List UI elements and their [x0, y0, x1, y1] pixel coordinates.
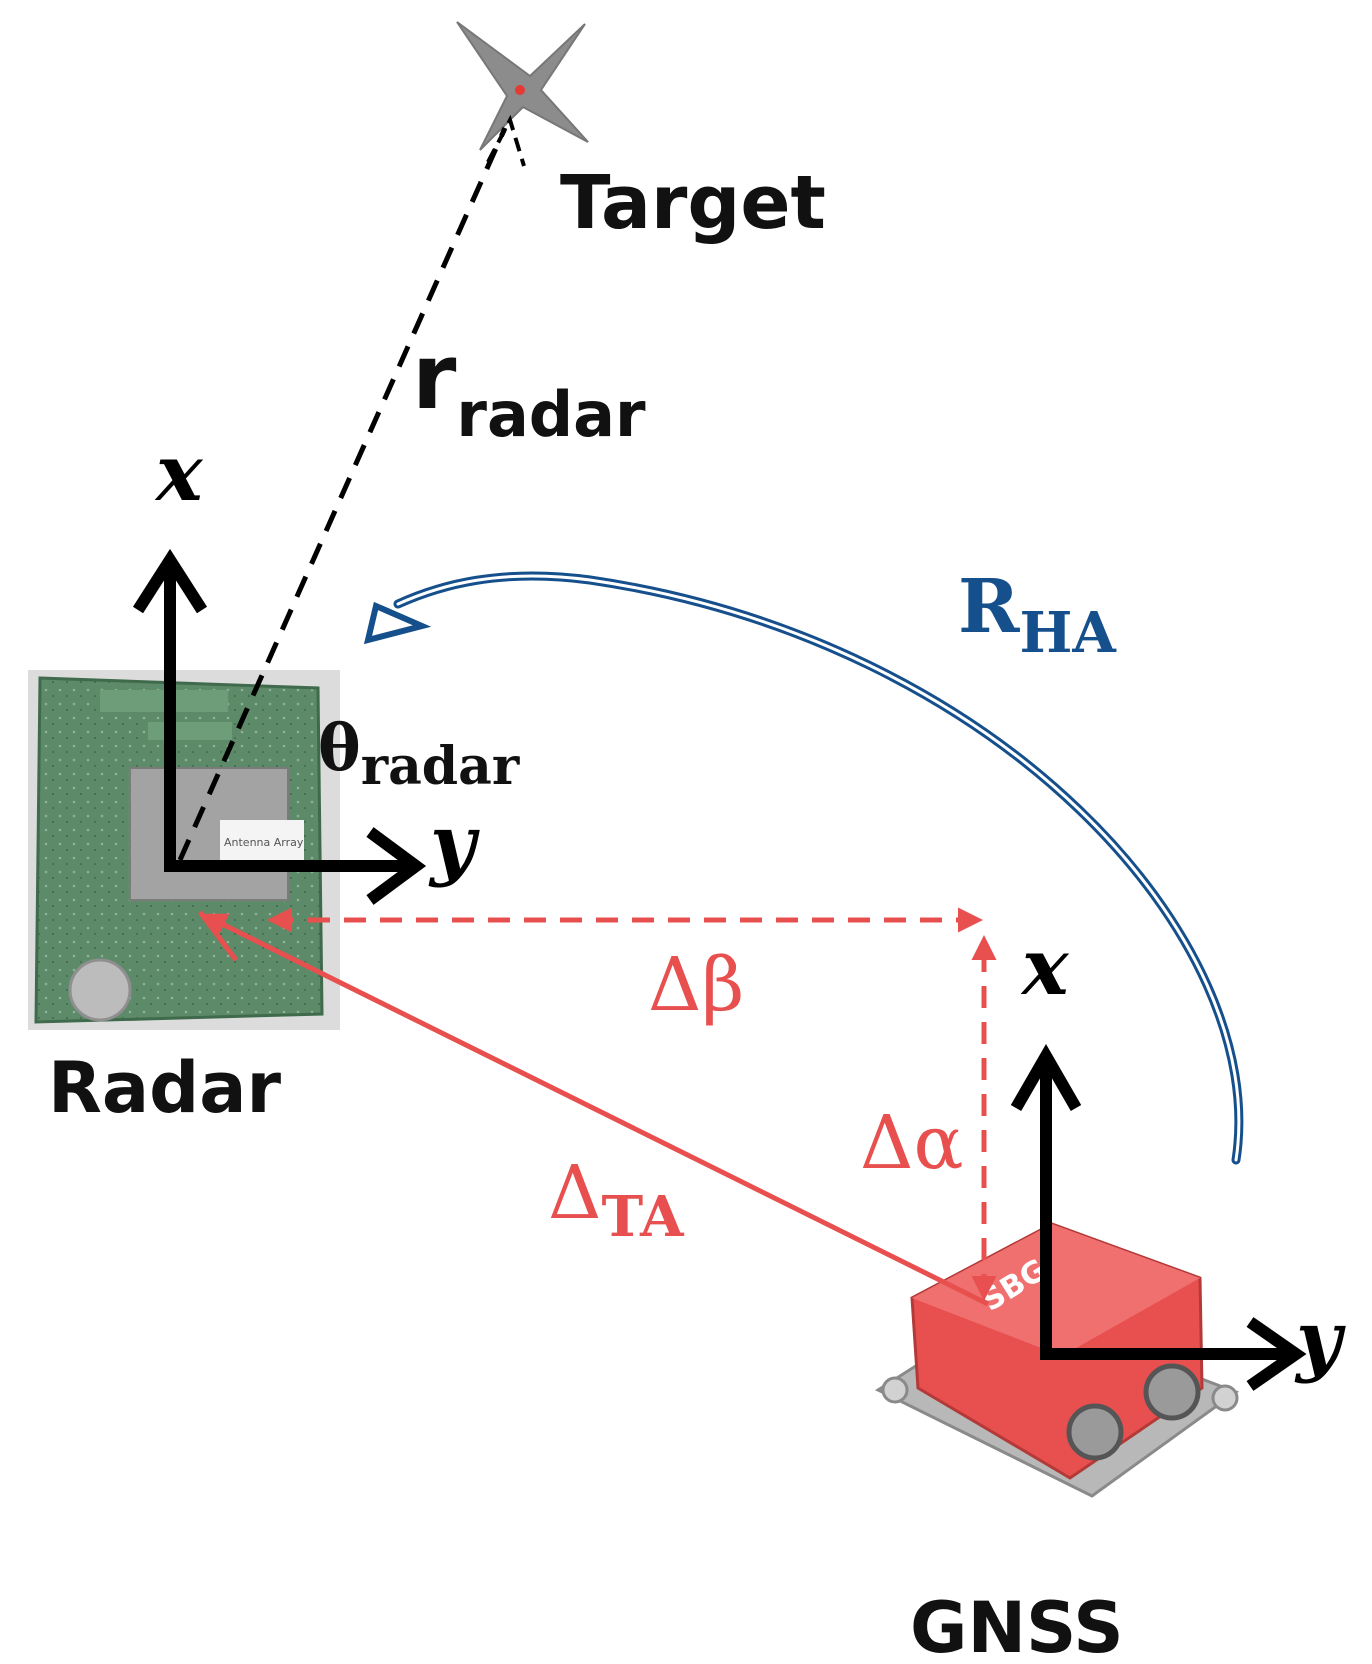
radar-board-sticker-text: Antenna Array — [224, 836, 304, 849]
rotation-arrow — [363, 571, 1244, 1165]
radar-x-axis-label: x — [154, 428, 204, 519]
radar-y-arrowhead-icon — [366, 827, 427, 905]
gnss-connector-left-icon — [1066, 1403, 1124, 1461]
radar-board: Antenna Array — [28, 670, 340, 1030]
gnss-axes — [1010, 1043, 1307, 1391]
gnss-connector-right-icon — [1143, 1363, 1201, 1421]
gnss-y-axis-label: y — [1294, 1294, 1346, 1385]
delta-ta-label: ΔTA — [548, 1150, 685, 1250]
gnss-x-axis-label: x — [1020, 922, 1070, 1013]
rotation-label: RHA — [958, 564, 1117, 666]
range-label-main: r — [412, 325, 457, 430]
angle-label: θradar — [318, 711, 520, 797]
radar-board-sticker — [220, 820, 304, 860]
target-marker — [456, 21, 589, 151]
rotation-arc-inner — [396, 574, 1241, 1162]
gnss-y-arrowhead-icon — [1246, 1317, 1307, 1391]
gnss-mount-hole-left — [881, 1376, 909, 1404]
rotation-label-sub: HA — [1020, 600, 1118, 666]
range-dashed-line — [177, 126, 508, 862]
gnss-device-top — [912, 1224, 1200, 1356]
gnss-label: GNSS — [910, 1587, 1124, 1664]
angle-label-main: θ — [318, 711, 361, 786]
target-label: Target — [560, 160, 826, 246]
radar-board-top-label-2 — [148, 722, 232, 740]
offset-arrows — [198, 907, 997, 1307]
target-center-dot — [515, 85, 525, 95]
delta-ta-arrow-tail — [198, 910, 238, 962]
radar-label: Radar — [48, 1047, 281, 1129]
rotation-arrowhead-icon — [363, 601, 432, 645]
delta-alpha-label: Δα — [860, 1100, 963, 1186]
delta-beta-label: Δβ — [648, 942, 744, 1028]
radar-y-axis-label: y — [428, 798, 480, 889]
gnss-mount-hole-right — [1211, 1384, 1239, 1412]
gnss-device: SBG — [874, 1222, 1240, 1498]
radar-board-coin — [68, 958, 132, 1022]
range-label-sub: radar — [456, 378, 646, 451]
delta-ta-label-main: Δ — [548, 1150, 601, 1236]
radar-axes — [132, 548, 427, 905]
range-line — [177, 114, 526, 862]
gnss-x-arrowhead-icon — [1010, 1043, 1082, 1111]
radar-x-arrowhead-icon — [132, 548, 208, 614]
range-arrowhead-icon — [486, 114, 526, 167]
range-label: rradar — [412, 325, 646, 451]
angle-label-sub: radar — [361, 736, 520, 797]
rotation-label-main: R — [958, 564, 1020, 650]
delta-ta-label-sub: TA — [601, 1184, 685, 1250]
delta-ta-arrow — [201, 913, 990, 1307]
